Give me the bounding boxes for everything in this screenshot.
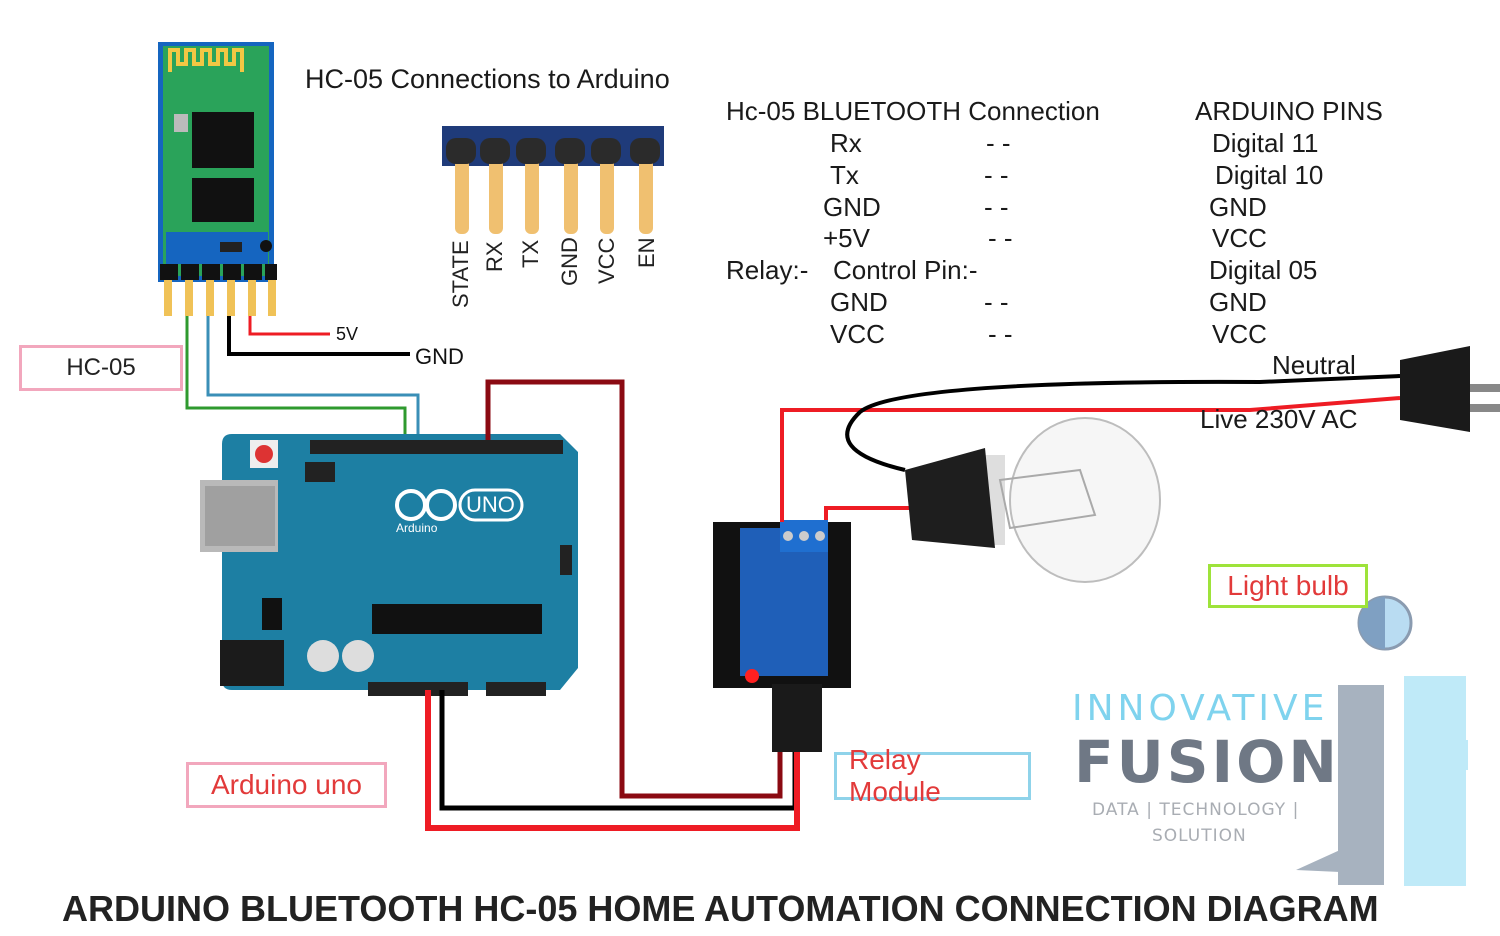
table-row-right: VCC <box>1212 319 1267 349</box>
table-row-sep: - - <box>986 128 1011 158</box>
logo-line4: SOLUTION <box>1152 826 1247 846</box>
light-bulb-graphic <box>905 417 1161 583</box>
table-row-right: VCC <box>1212 223 1267 253</box>
wire-label-neutral: Neutral <box>1272 350 1356 380</box>
table-row-sep: - - <box>988 319 1013 349</box>
arduino-label: Arduino uno <box>186 762 387 808</box>
wire-neutral <box>845 374 1401 472</box>
relay-module <box>713 520 851 752</box>
table-row-right: GND <box>1209 192 1267 222</box>
hc05-label: HC-05 <box>19 345 183 391</box>
board-arduino-text: Arduino <box>396 521 438 535</box>
table-row-sep: - - <box>984 192 1009 222</box>
wire-gnd <box>227 316 410 356</box>
wire-bulb-live <box>824 506 910 520</box>
header-pin-strip <box>442 126 664 234</box>
logo-line2: FUSION <box>1074 728 1340 796</box>
table-row-right: Digital 05 <box>1209 255 1318 285</box>
table-row-right: GND <box>1209 287 1267 317</box>
pin-label-vcc: VCC <box>594 237 619 284</box>
wire-control <box>485 379 783 799</box>
table-row-left: +5V <box>823 223 870 253</box>
wire-label-live: Live 230V AC <box>1200 404 1358 434</box>
table-row-sep: - - <box>984 287 1009 317</box>
wire-live <box>780 396 1401 522</box>
relay-label: Relay:- <box>726 255 809 285</box>
table-row-left: Rx <box>830 128 862 158</box>
wire-label-5v: 5V <box>336 324 359 344</box>
plug <box>1400 346 1500 432</box>
table-row-left: GND <box>830 287 888 317</box>
pin-label-gnd: GND <box>557 237 582 286</box>
board-uno-text: UNO <box>466 492 515 517</box>
hc05-module <box>158 42 277 316</box>
arduino-board <box>200 434 578 696</box>
table-row-right: Digital 11 <box>1212 128 1319 158</box>
table-row-sep: - - <box>988 223 1013 253</box>
table-row-sep: - - <box>984 160 1009 190</box>
wire-rx <box>185 316 407 440</box>
relay-label-box: Relay Module <box>834 744 1031 807</box>
table-row-left: Tx <box>830 160 859 190</box>
wire-relay-gnd <box>439 690 798 811</box>
wire-tx <box>206 316 420 440</box>
table-row-left: GND <box>823 192 881 222</box>
table-row-left: VCC <box>830 319 885 349</box>
footer-title: ARDUINO BLUETOOTH HC-05 HOME AUTOMATION … <box>62 888 1379 929</box>
bulb-label: Light bulb <box>1208 564 1368 608</box>
pin-label-state: STATE <box>448 240 473 308</box>
header-title: HC-05 Connections to Arduino <box>305 64 670 94</box>
logo-line1: INNOVATIVE <box>1072 688 1329 729</box>
wire-label-gnd: GND <box>415 344 464 369</box>
wire-5v <box>248 316 330 336</box>
table-col1-header: Hc-05 BLUETOOTH Connection <box>726 96 1100 126</box>
table-row-right: Digital 10 <box>1215 160 1324 190</box>
pin-label-tx: TX <box>518 239 543 268</box>
logo-graphic <box>1296 595 1468 886</box>
table-col2-header: ARDUINO PINS <box>1195 96 1383 126</box>
wire-relay-vcc <box>425 690 800 831</box>
logo-line3: DATA | TECHNOLOGY | <box>1092 800 1300 820</box>
pin-label-rx: RX <box>482 241 507 272</box>
table-row-left: Control Pin:- <box>833 255 978 285</box>
pin-label-en: EN <box>634 237 659 268</box>
